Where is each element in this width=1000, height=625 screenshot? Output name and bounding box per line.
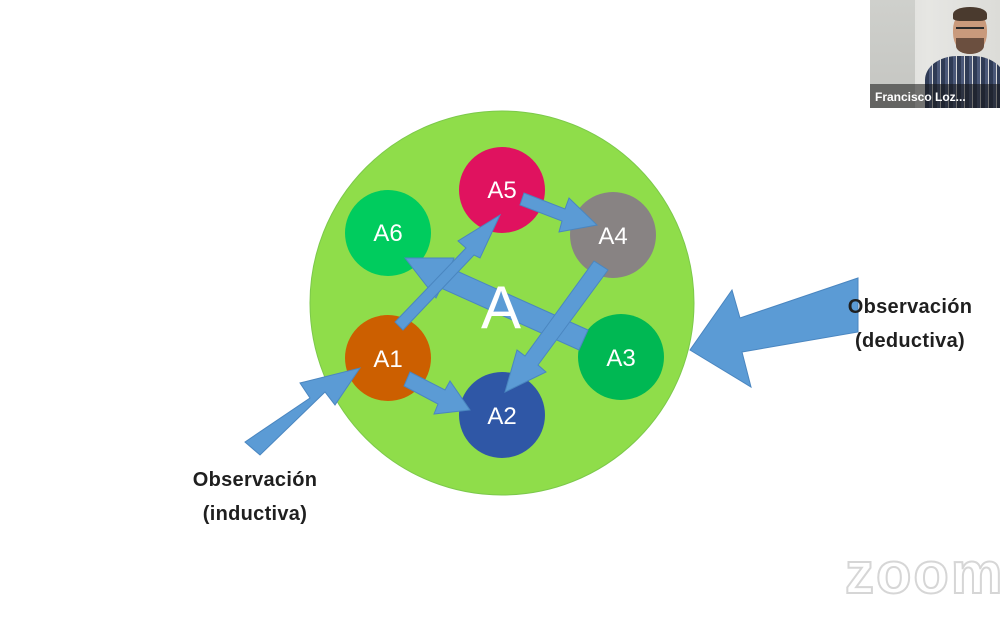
node-a3-label: A3 <box>606 345 635 372</box>
node-a1-label: A1 <box>373 346 402 373</box>
node-a5-label: A5 <box>487 177 516 204</box>
node-a4 <box>570 192 656 278</box>
node-a2 <box>459 372 545 458</box>
participant-beard <box>956 38 984 54</box>
node-a4-label: A4 <box>598 223 627 250</box>
deductive-observation-label: Observación (deductiva) <box>820 290 1000 358</box>
participant-video-thumbnail[interactable]: Francisco Loz... <box>870 0 1000 108</box>
arrow-a1-to-a5 <box>394 213 502 331</box>
node-a5 <box>459 147 545 233</box>
participant-name: Francisco Loz... <box>875 90 966 104</box>
inductive-line-2: (inductiva) <box>202 503 308 525</box>
node-a6-label: A6 <box>373 220 402 247</box>
participant-hair <box>953 7 987 21</box>
arrow-a1-to-a2 <box>403 371 471 415</box>
deductive-line-2: (deductiva) <box>855 330 965 352</box>
zoom-watermark-logo: zoom <box>844 540 1000 607</box>
node-a6 <box>345 190 431 276</box>
participant-glasses <box>956 27 984 36</box>
deductive-line-1: Observación <box>847 296 973 318</box>
node-a2-label: A2 <box>487 403 516 430</box>
participant-name-tag <box>870 84 1000 108</box>
arrow-inductive <box>244 367 362 456</box>
inductive-line-1: Observación <box>192 469 318 491</box>
arrow-a4-to-a2 <box>504 260 609 393</box>
inductive-observation-label: Observación (inductiva) <box>160 463 350 531</box>
arrow-a5-to-a4 <box>519 192 599 233</box>
arrow-deductive <box>689 277 859 389</box>
main-circle-label: A <box>481 274 521 341</box>
node-a3 <box>578 314 664 400</box>
